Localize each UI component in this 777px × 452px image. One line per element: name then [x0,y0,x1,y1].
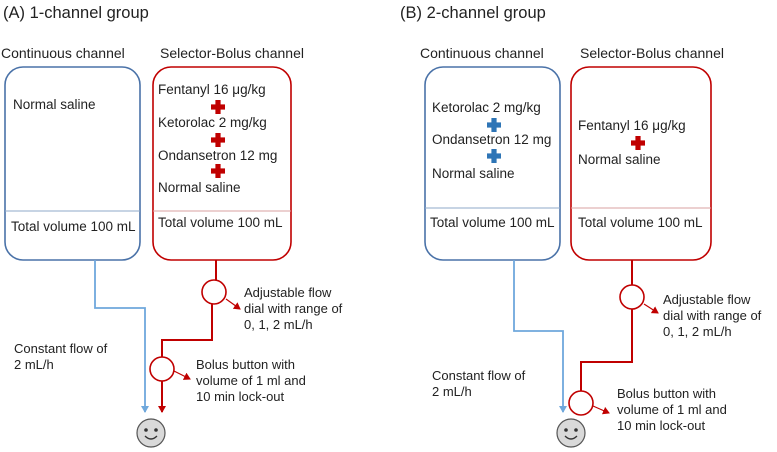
b-continuous-content-1: Ketorolac 2 mg/kg [432,100,541,115]
b-flow-dial-icon [619,284,645,310]
a-continuous-bag [4,66,141,261]
b-continuous-content-3: Normal saline [432,166,515,181]
b-bolus-bag [570,66,712,261]
a-flow-dial-label: Adjustable flow dial with range of 0, 1,… [244,285,343,332]
a-bolus-bag [152,66,292,261]
a-constant-flow-label: Constant flow of 2 mL/h [14,341,108,372]
a-bolus-button-icon [149,356,175,382]
panel-b-title: (B) 2-channel group [400,4,546,22]
a-bolus-total: Total volume 100 mL [158,215,283,230]
b-bolus-button-label: Bolus button with volume of 1 ml and 10 … [617,386,727,433]
b-bolus-content-2: Normal saline [578,152,661,167]
panel-b-graphics [424,66,712,448]
a-continuous-tube [94,260,149,413]
b-bolus-total: Total volume 100 mL [578,215,703,230]
b-bolus-tube [577,260,633,413]
a-bolus-content-2: Ketorolac 2 mg/kg [158,115,267,130]
b-continuous-tube [513,260,567,413]
b-bolus-button-pointer [592,405,610,415]
a-continuous-header: Continuous channel [1,45,125,61]
a-continuous-content-1: Normal saline [13,97,96,112]
a-bolus-content-4: Normal saline [158,180,241,195]
b-patient-smiley-face-icon [556,418,586,448]
b-bolus-content-1: Fentanyl 16 μg/kg [578,118,686,133]
a-bolus-button-pointer [173,370,191,380]
b-continuous-bag [424,66,561,261]
panel-a-graphics [4,66,292,448]
a-patient-smiley-face-icon [136,418,166,448]
a-continuous-total: Total volume 100 mL [11,219,136,234]
b-flow-dial-pointer [643,303,659,314]
b-constant-flow-label: Constant flow of 2 mL/h [432,368,526,399]
a-bolus-content-1: Fentanyl 16 μg/kg [158,82,266,97]
b-bolus-button-icon [568,390,594,416]
b-continuous-total: Total volume 100 mL [430,215,555,230]
b-continuous-content-2: Ondansetron 12 mg [432,132,552,147]
b-bolus-header: Selector-Bolus channel [580,45,724,61]
a-flow-dial-icon [201,279,227,305]
a-bolus-button-label: Bolus button with volume of 1 ml and 10 … [196,357,306,404]
panel-a-title: (A) 1-channel group [3,4,149,22]
a-bolus-content-3: Ondansetron 12 mg [158,148,278,163]
a-flow-dial-pointer [225,298,241,310]
b-continuous-header: Continuous channel [420,45,544,61]
b-flow-dial-label: Adjustable flow dial with range of 0, 1,… [663,292,762,339]
a-bolus-header: Selector-Bolus channel [160,45,304,61]
